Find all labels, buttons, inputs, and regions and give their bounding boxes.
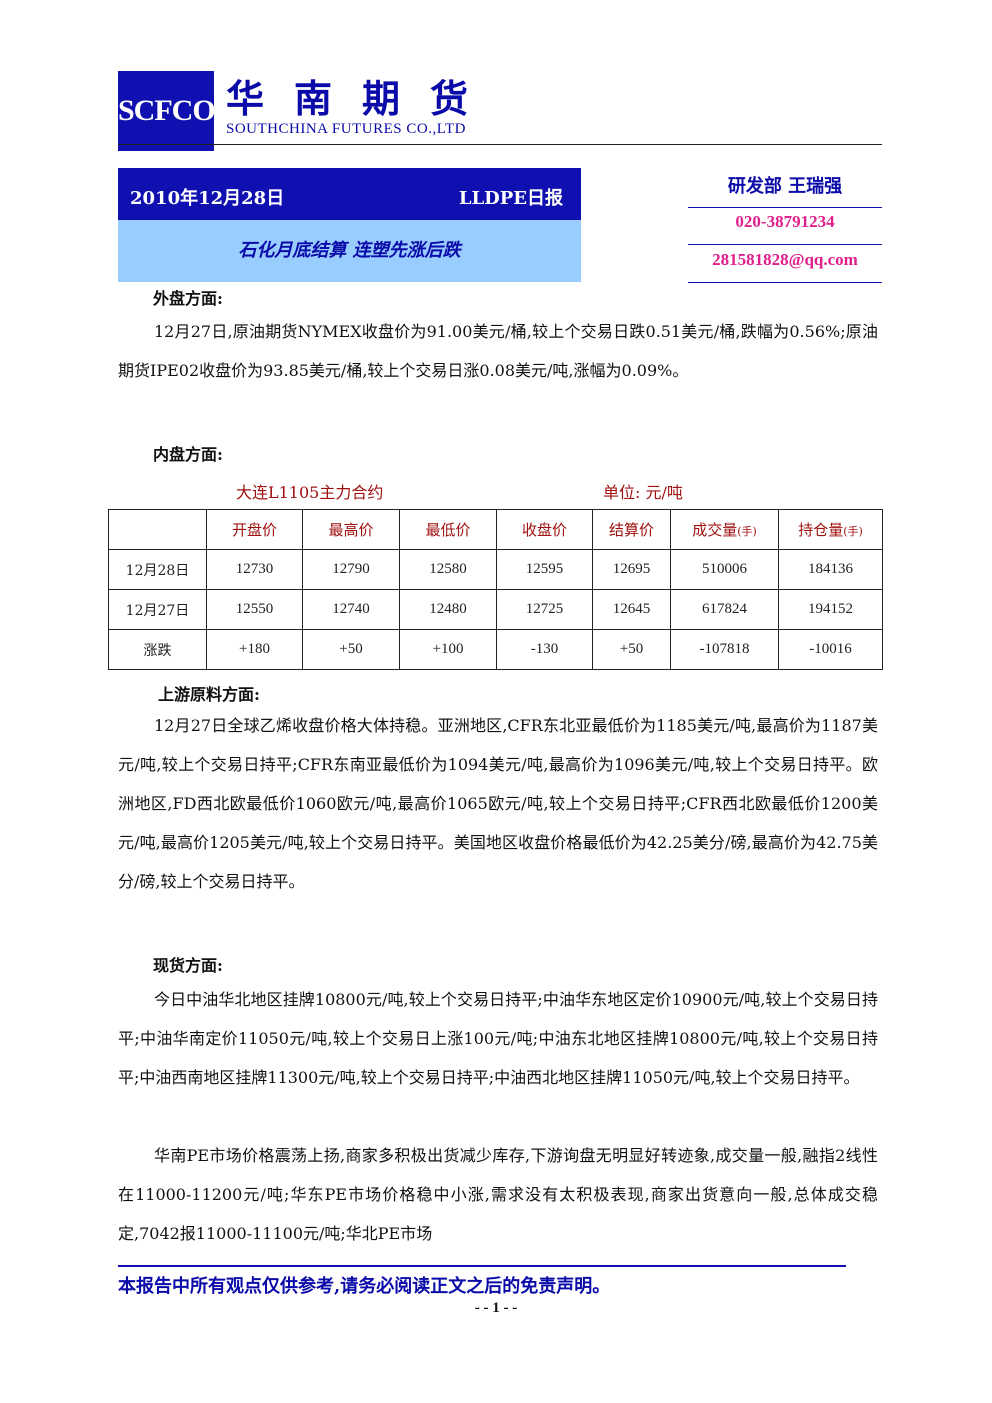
company-name-en: SOUTHCHINA FUTURES CO.,LTD	[226, 121, 466, 137]
column-header: 最高价	[302, 509, 400, 550]
section-heading-domestic: 内盘方面:	[153, 445, 223, 464]
header-divider	[118, 144, 882, 145]
table-row: 12月28日 12730 12790 12580 12595 12695 510…	[108, 549, 883, 590]
spot-paragraph-1: 今日中油华北地区挂牌10800元/吨,较上个交易日持平;中油华东地区定价1090…	[118, 990, 878, 1087]
table-cell: 184136	[778, 549, 883, 590]
table-cell: 510006	[670, 549, 779, 590]
table-cell: +180	[206, 629, 303, 670]
contact-phone: 020-38791234	[735, 212, 835, 231]
row-label: 12月27日	[108, 589, 207, 630]
column-header: 持仓量(手)	[778, 509, 883, 550]
row-label: 12月28日	[108, 549, 207, 590]
section-heading-spot: 现货方面:	[153, 956, 223, 975]
spot-paragraph-2: 华南PE市场价格震荡上扬,商家多积极出货减少库存,下游询盘无明显好转迹象,成交量…	[118, 1146, 878, 1243]
date-banner: 2010年12月28日 LLDPE日报	[118, 168, 581, 220]
table-cell: 12480	[399, 589, 497, 630]
table-cell: 617824	[670, 589, 779, 630]
table-cell: 194152	[778, 589, 883, 630]
report-date: 2010年12月28日	[130, 188, 285, 209]
table-cell: +50	[592, 629, 671, 670]
contact-email[interactable]: 281581828@qq.com	[712, 250, 858, 269]
table-cell: 12740	[302, 589, 400, 630]
table-cell: 12790	[302, 549, 400, 590]
column-header: 结算价	[592, 509, 671, 550]
table-cell: -130	[496, 629, 593, 670]
table-row: 12月27日 12550 12740 12480 12725 12645 617…	[108, 589, 883, 630]
contact-divider	[688, 207, 882, 208]
table-cell: -10016	[778, 629, 883, 670]
contact-department: 研发部 王瑞强	[727, 176, 843, 197]
table-cell: 12580	[399, 549, 497, 590]
table-cell: +50	[302, 629, 400, 670]
column-header: 开盘价	[206, 509, 303, 550]
table-cell: 12695	[592, 549, 671, 590]
table-caption: 大连L1105主力合约	[236, 483, 384, 502]
table-cell: 12730	[206, 549, 303, 590]
table-cell: 12645	[592, 589, 671, 630]
row-label: 涨跌	[108, 629, 207, 670]
table-unit: 单位: 元/吨	[603, 483, 683, 502]
table-cell: 12725	[496, 589, 593, 630]
company-name-cn: 华南期货	[226, 76, 499, 121]
column-header: 收盘价	[496, 509, 593, 550]
table-row: 涨跌 +180 +50 +100 -130 +50 -107818 -10016	[108, 629, 883, 670]
table-cell: +100	[399, 629, 497, 670]
table-corner-cell	[108, 509, 207, 550]
report-headline: 石化月底结算 连塑先涨后跌	[118, 220, 581, 282]
column-header: 成交量(手)	[670, 509, 779, 550]
disclaimer: 本报告中所有观点仅供参考,请务必阅读正文之后的免责声明。	[118, 1276, 611, 1297]
table-cell: -107818	[670, 629, 779, 670]
upstream-paragraph: 12月27日全球乙烯收盘价格大体持稳。亚洲地区,CFR东北亚最低价为1185美元…	[118, 716, 878, 891]
page-number: - - 1 - -	[474, 1300, 518, 1316]
contact-divider	[688, 282, 882, 283]
company-logo: SCFCO	[118, 71, 216, 151]
column-header: 最低价	[399, 509, 497, 550]
overseas-paragraph: 12月27日,原油期货NYMEX收盘价为91.00美元/桶,较上个交易日跌0.5…	[118, 322, 878, 380]
table-header-row: 开盘价 最高价 最低价 收盘价 结算价 成交量(手) 持仓量(手)	[108, 509, 883, 550]
section-heading-upstream: 上游原料方面:	[158, 685, 260, 704]
table-cell: 12595	[496, 549, 593, 590]
report-type: LLDPE日报	[458, 188, 563, 209]
price-table: 开盘价 最高价 最低价 收盘价 结算价 成交量(手) 持仓量(手) 12月28日…	[108, 509, 883, 670]
footer-divider	[118, 1265, 846, 1267]
table-cell: 12550	[206, 589, 303, 630]
section-heading-overseas: 外盘方面:	[153, 289, 223, 308]
contact-divider	[688, 244, 882, 245]
